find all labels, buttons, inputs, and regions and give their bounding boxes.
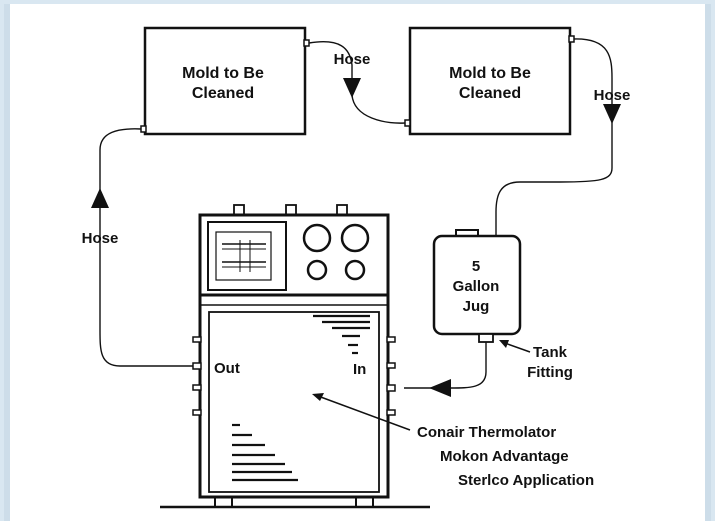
thermolator-unit [160,204,430,509]
jug-label-line3: Jug [463,298,490,315]
five-gallon-jug: 5 Gallon Jug [432,229,522,343]
caption-line2: Mokon Advantage [440,448,569,465]
flow-arrow-in [429,379,451,397]
flow-arrow-left [91,188,109,208]
flow-arrow-right [603,104,621,124]
port-label-in: In [353,361,366,378]
gauge-icon [340,223,370,253]
gauge-icon [302,223,332,253]
unit-callout [312,393,411,431]
gauge-icon [344,259,366,281]
hose-label-left: Hose [82,230,119,247]
hose-label-top: Hose [334,51,371,68]
tank-fitting-label-line2: Fitting [527,364,573,381]
jug-label-line2: Gallon [453,278,500,295]
caption-line1: Conair Thermolator [417,424,556,441]
mold-box-2: Mold to Be Cleaned [404,26,575,136]
mold-2-label-line2: Cleaned [459,85,521,102]
flow-arrow-top [343,78,361,98]
caption-line3: Sterlco Application [458,472,594,489]
gauge-icon [306,259,328,281]
hose-label-right: Hose [594,87,631,104]
mold-box-1: Mold to Be Cleaned [140,26,310,136]
tank-fitting-label-line1: Tank [533,344,568,361]
port-label-out: Out [214,360,240,377]
mold-1-label-line1: Mold to Be [182,65,264,82]
mold-1-label-line2: Cleaned [192,85,254,102]
tank-fitting-callout: Tank Fitting [499,340,573,381]
jug-label-line1: 5 [472,258,480,275]
mold-2-label-line1: Mold to Be [449,65,531,82]
